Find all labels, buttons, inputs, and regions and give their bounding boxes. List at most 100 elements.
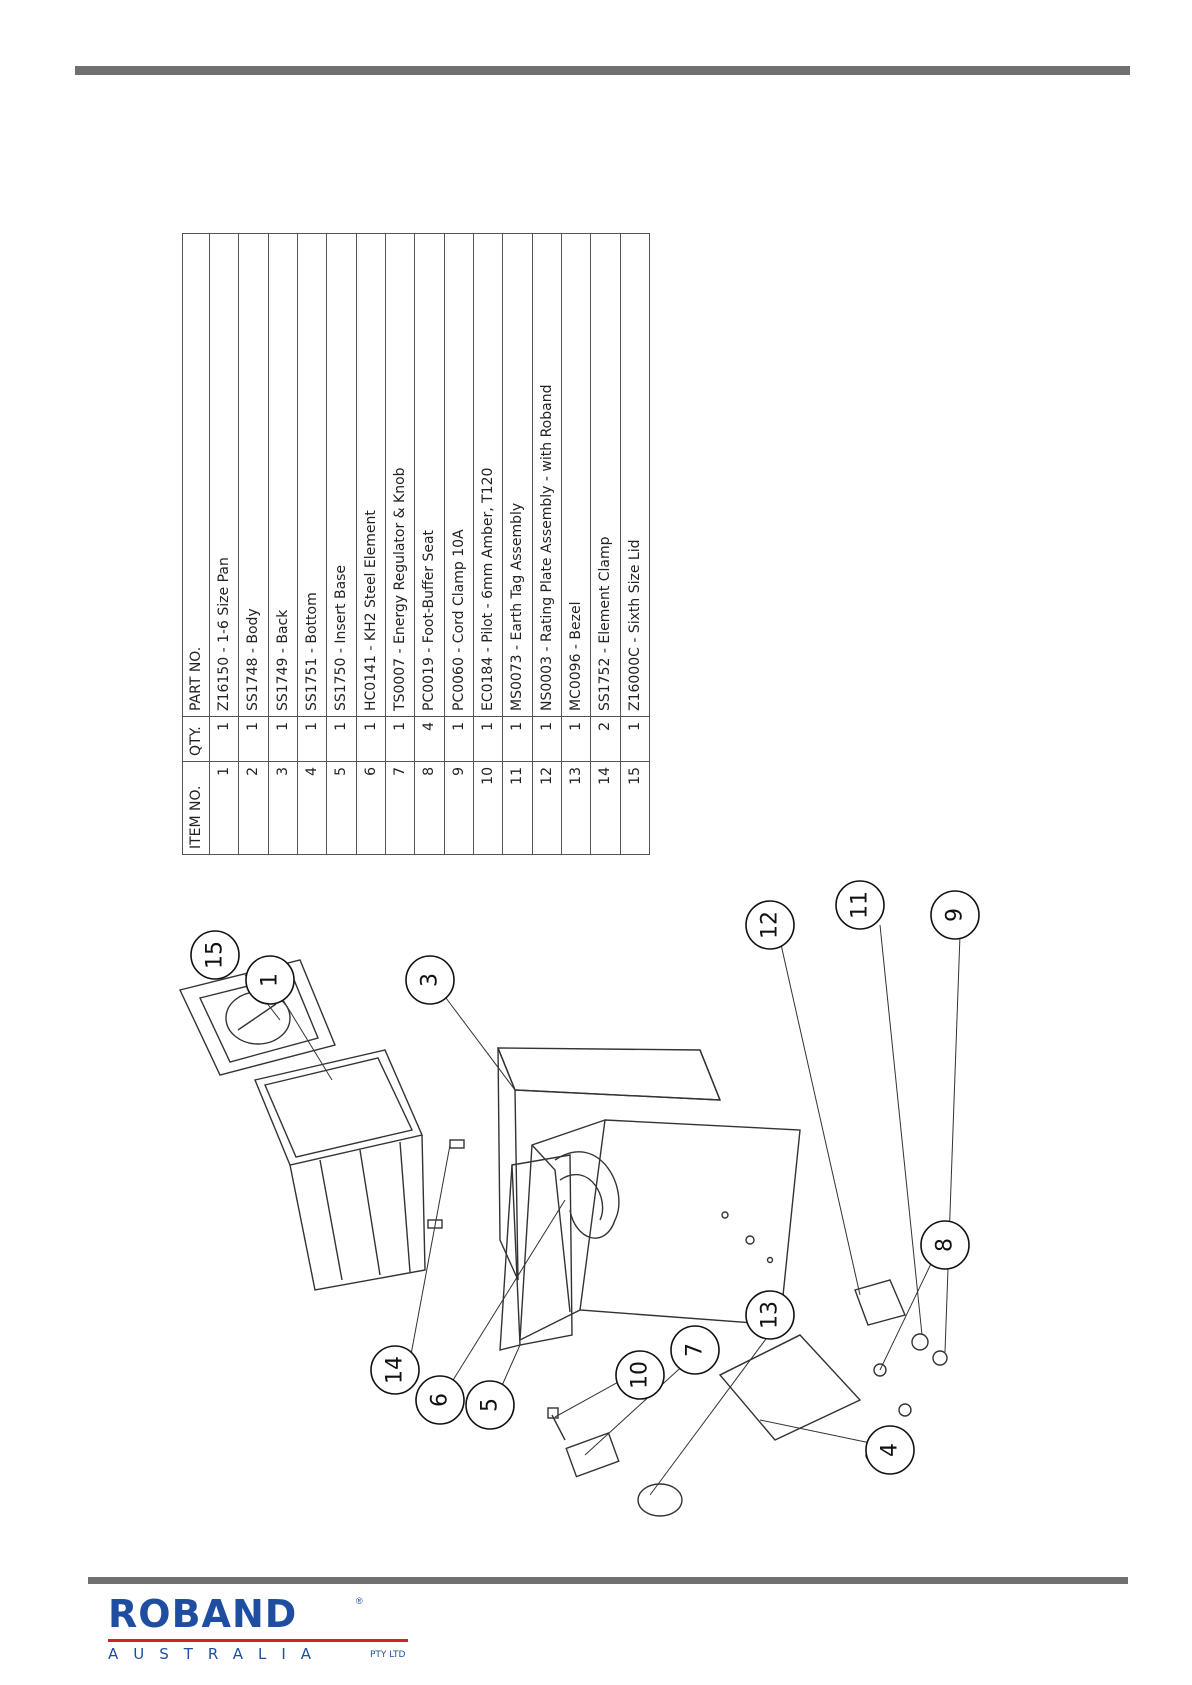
footer-rule [88, 1577, 1128, 1584]
pilot-light-part [547, 1407, 566, 1441]
cell-part: MC0096 - Bezel [561, 233, 591, 717]
cell-item: 11 [502, 761, 533, 855]
cord-clamp-part [932, 1350, 948, 1366]
roband-logo: ROBAND ® AUSTRALIA PTY LTD [108, 1590, 438, 1665]
exploded-assembly-drawing: 15 1 3 12 11 9 14 6 5 10 7 13 4 8 [179, 880, 980, 1517]
cell-qty: 4 [414, 716, 445, 762]
balloon-label: 8 [933, 1238, 958, 1252]
cell-qty: 2 [590, 716, 621, 762]
cell-part: NS0003 - Rating Plate Assembly - with Ro… [532, 233, 562, 717]
cell-part: SS1751 - Bottom [297, 233, 327, 717]
cell-item: 6 [356, 761, 386, 855]
bezel-part [637, 1483, 683, 1517]
balloon-label: 14 [383, 1356, 408, 1384]
logo-country: AUSTRALIA [108, 1645, 327, 1663]
cell-item: 2 [238, 761, 269, 855]
cell-part: EC0184 - Pilot - 6mm Amber, T120 [473, 233, 503, 717]
cell-item: 3 [268, 761, 298, 855]
earth-tag-part [911, 1333, 929, 1351]
balloon-label: 1 [258, 973, 283, 987]
cell-qty: 1 [444, 716, 474, 762]
cell-qty: 1 [620, 716, 650, 762]
cell-qty: 1 [209, 716, 239, 762]
balloon-label: 5 [478, 1398, 503, 1412]
element-clamp-part [427, 1139, 465, 1229]
balloon-9 [930, 890, 980, 940]
cell-qty: 1 [385, 716, 415, 762]
cell-part: SS1749 - Back [268, 233, 298, 717]
cell-item: 10 [473, 761, 503, 855]
balloon-label: 13 [758, 1301, 783, 1329]
header-part-no: PART NO. [182, 233, 210, 717]
cell-qty: 1 [532, 716, 562, 762]
energy-regulator-part [565, 1432, 620, 1478]
balloon-14 [370, 1345, 420, 1395]
balloon-label: 9 [943, 908, 968, 922]
pan-part [254, 1049, 426, 1291]
balloon-13 [745, 1290, 795, 1340]
balloon-12 [745, 900, 795, 950]
bottom-part [718, 1334, 862, 1441]
balloon-6 [415, 1375, 465, 1425]
cell-part: PC0019 - Foot-Buffer Seat [414, 233, 445, 717]
balloon-3 [405, 955, 455, 1005]
balloon-1 [245, 955, 295, 1005]
balloon-15 [190, 930, 240, 980]
logo-suffix: PTY LTD [370, 1650, 406, 1660]
cell-qty: 1 [356, 716, 386, 762]
cell-qty: 1 [326, 716, 357, 762]
cell-item: 8 [414, 761, 445, 855]
cell-item: 1 [209, 761, 239, 855]
table-header-row: ITEM NO. QTY. PART NO. [182, 233, 210, 855]
cell-qty: 1 [561, 716, 591, 762]
cell-qty: 1 [238, 716, 269, 762]
cell-item: 15 [620, 761, 650, 855]
cell-part: SS1748 - Body [238, 233, 269, 717]
rating-plate-part [854, 1279, 906, 1326]
insert-base-part [499, 1154, 573, 1351]
cell-part: PC0060 - Cord Clamp 10A [444, 233, 474, 717]
cell-qty: 1 [268, 716, 298, 762]
cell-item: 5 [326, 761, 357, 855]
cell-part: Z16000C - Sixth Size Lid [620, 233, 650, 717]
logo-underline [108, 1639, 408, 1642]
cell-part: TS0007 - Energy Regulator & Knob [385, 233, 415, 717]
balloon-8 [920, 1220, 970, 1270]
cell-part: SS1750 - Insert Base [326, 233, 357, 717]
cell-qty: 1 [297, 716, 327, 762]
balloon-5 [465, 1380, 515, 1430]
balloon-label: 4 [878, 1443, 903, 1457]
cell-part: MS0073 - Earth Tag Assembly [502, 233, 533, 717]
cell-item: 9 [444, 761, 474, 855]
balloon-label: 6 [428, 1393, 453, 1407]
cell-item: 4 [297, 761, 327, 855]
balloon-label: 11 [848, 891, 873, 919]
cell-item: 12 [532, 761, 562, 855]
balloon-11 [835, 880, 885, 930]
cell-qty: 1 [502, 716, 533, 762]
header-rule [75, 66, 1130, 75]
balloon-label: 12 [758, 911, 783, 939]
header-item-no: ITEM NO. [182, 761, 210, 855]
balloon-4 [865, 1425, 915, 1475]
cell-item: 13 [561, 761, 591, 855]
back-part [496, 1047, 722, 1281]
balloon-label: 7 [683, 1343, 708, 1357]
balloon-label: 3 [418, 973, 443, 987]
leader-lines [244, 924, 961, 1496]
cell-item: 14 [590, 761, 621, 855]
